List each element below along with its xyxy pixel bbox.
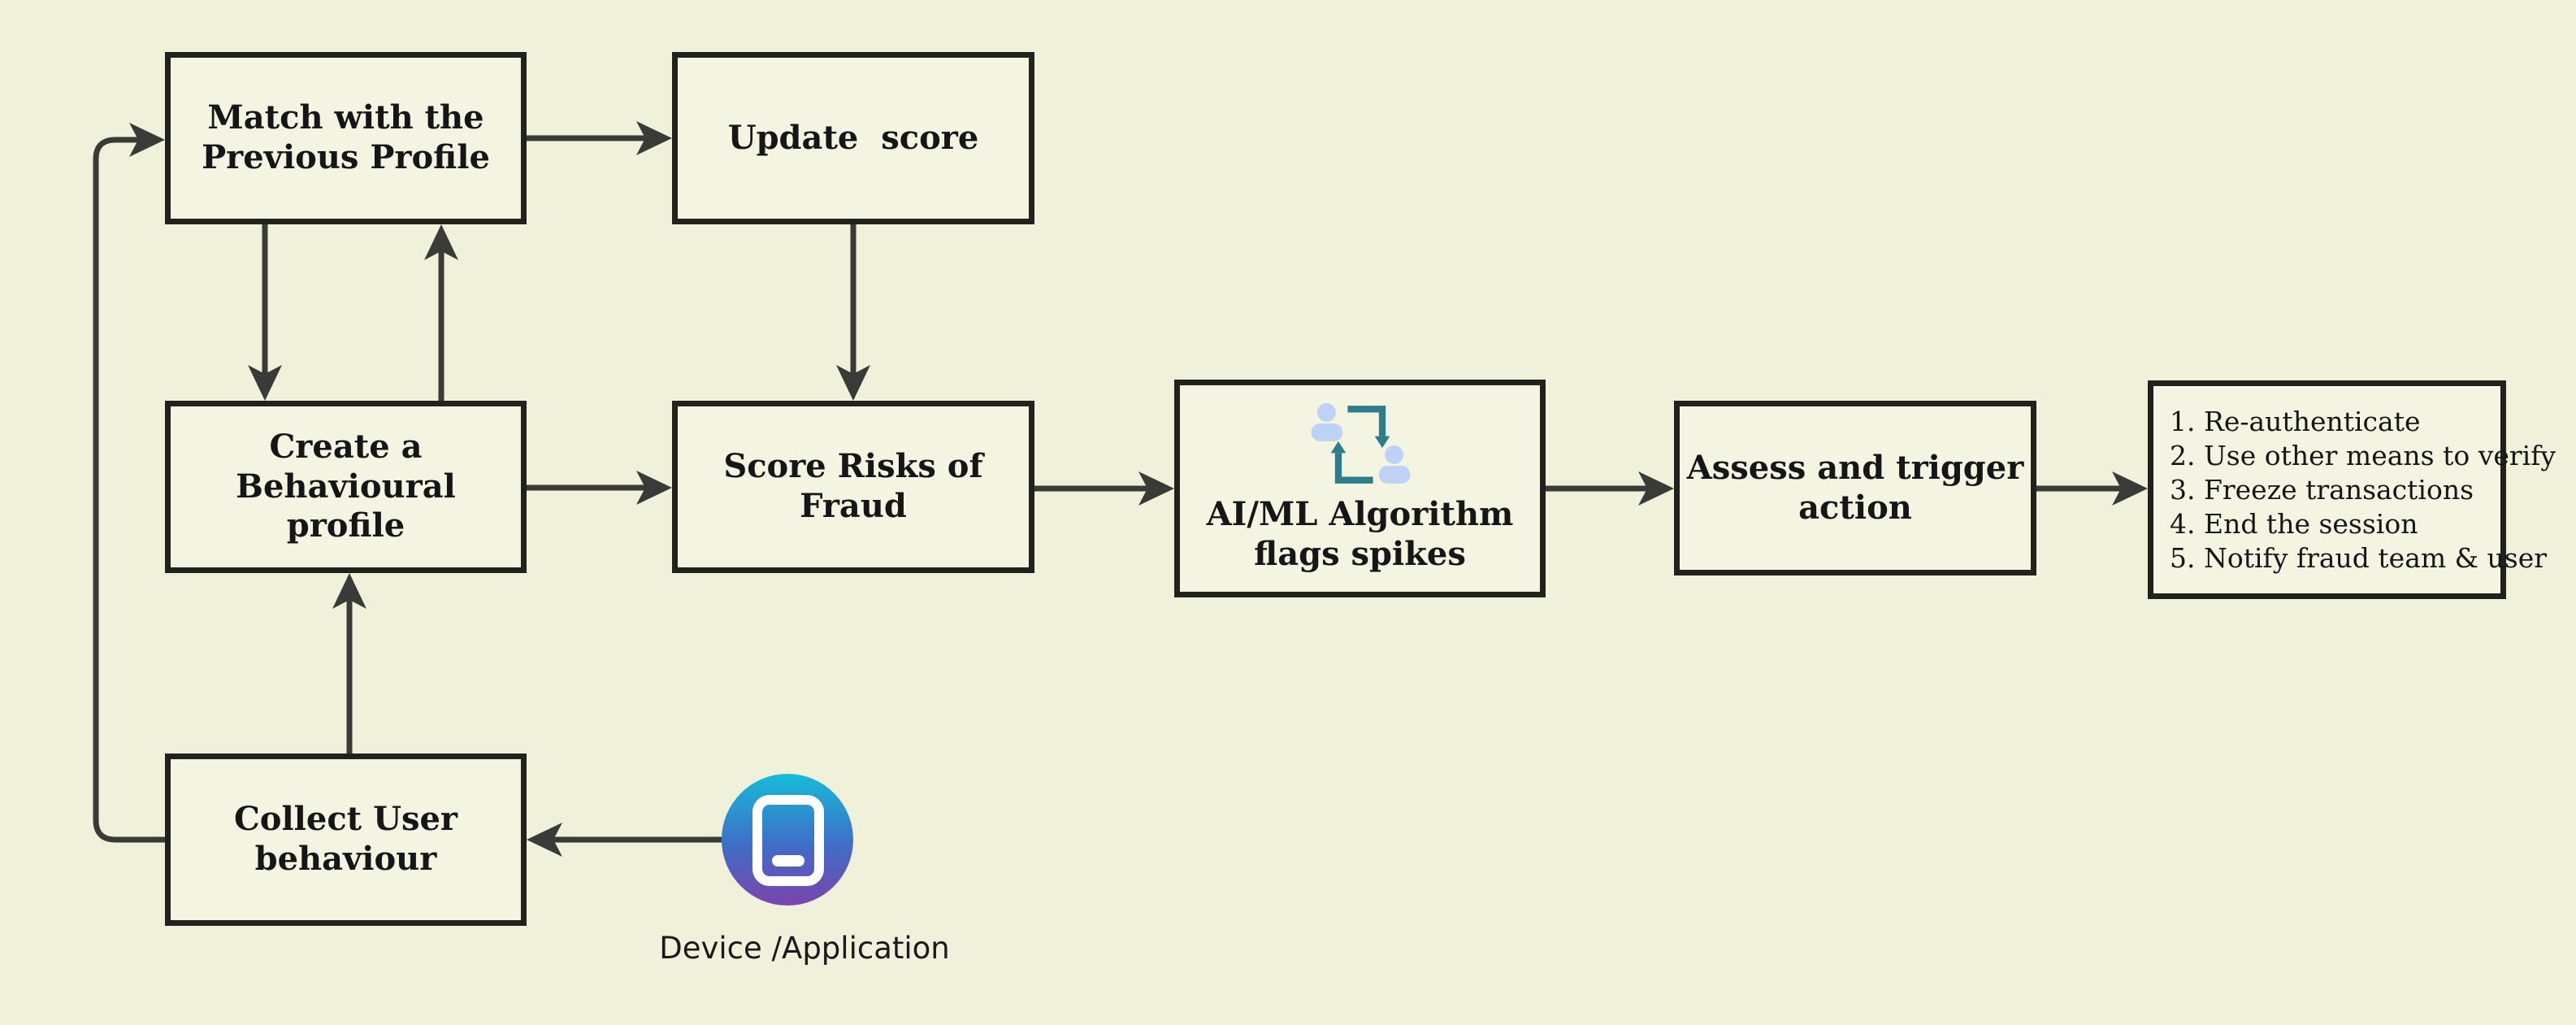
node-score-risks-of-fraud: Score Risks of Fraud: [672, 401, 1034, 573]
connector-aiml-to-assess: [1540, 471, 1674, 506]
node-label: Collect User behaviour: [233, 800, 458, 878]
people-swap-icon: [1311, 403, 1410, 484]
mobile-device-icon: [752, 795, 824, 886]
connector-assess-to-actions: [2031, 471, 2148, 506]
action-item: 3. Freeze transactions: [2170, 473, 2474, 506]
action-item: 2. Use other means to verify: [2170, 439, 2556, 471]
connector-match-to-update: [521, 121, 672, 155]
node-update-score: Update score: [672, 52, 1034, 224]
connector-create-to-match: [424, 224, 458, 406]
node-aiml-algorithm-flags-spikes: AI/ML Algorithm flags spikes: [1174, 380, 1546, 597]
action-list: 1. Re-authenticate 2. Use other means to…: [2170, 405, 2556, 575]
connector-score-to-aiml: [1029, 471, 1174, 506]
connector-create-to-score: [521, 471, 672, 505]
device-application-label: Device /Application: [659, 931, 950, 966]
node-create-behavioural-profile: Create a Behavioural profile: [165, 401, 527, 573]
node-collect-user-behaviour: Collect User behaviour: [165, 754, 527, 926]
node-label: Assess and trigger action: [1686, 448, 2024, 527]
node-label: Score Risks of Fraud: [723, 447, 995, 525]
connector-collect-to-match: [93, 123, 167, 843]
connector-update-to-score: [836, 219, 870, 401]
action-item: 5. Notify fraud team & user: [2170, 541, 2548, 574]
connector-device-to-collect: [527, 823, 723, 857]
node-assess-and-trigger-action: Assess and trigger action: [1674, 401, 2036, 575]
action-item: 1. Re-authenticate: [2170, 405, 2421, 437]
node-match-previous-profile: Match with the Previous Profile: [165, 52, 527, 224]
node-label: Match with the Previous Profile: [202, 98, 490, 176]
device-application-badge: [722, 774, 853, 906]
connector-collect-to-create: [332, 573, 366, 759]
node-label: AI/ML Algorithm flags spikes: [1206, 495, 1514, 573]
node-label: Create a Behavioural profile: [236, 427, 456, 545]
connector-match-to-create: [248, 219, 282, 401]
node-action-list: 1. Re-authenticate 2. Use other means to…: [2148, 380, 2556, 599]
node-label: Update score: [727, 118, 979, 157]
action-item: 4. End the session: [2170, 507, 2418, 540]
